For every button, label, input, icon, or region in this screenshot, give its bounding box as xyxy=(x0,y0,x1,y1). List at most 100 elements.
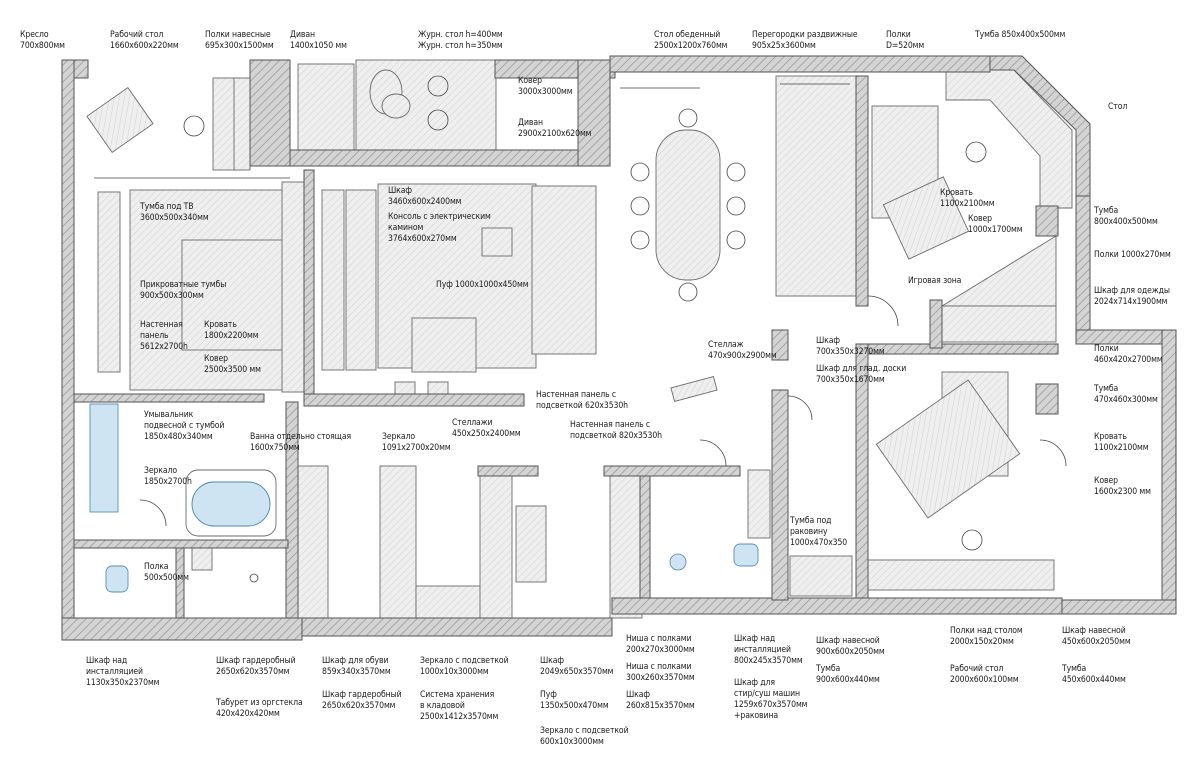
label-kover-1000: Ковер 1000х1700мм xyxy=(968,214,1023,235)
door-arc xyxy=(867,295,899,327)
detail-lines xyxy=(94,75,1177,600)
label-zhurn-stol: Журн. стол h=400мм Журн. стол h=350мм xyxy=(418,30,503,51)
label-polki-1000: Полки 1000х270мм xyxy=(1094,250,1171,260)
door-arc xyxy=(1039,439,1067,467)
wall xyxy=(303,393,525,407)
label-kover-1600: Ковер 1600х2300 мм xyxy=(1094,476,1151,497)
office-chair xyxy=(183,115,205,137)
label-shkaf-navesnoy-900: Шкаф навесной 900х600х2050мм xyxy=(816,636,885,657)
chair xyxy=(726,230,746,250)
sofa-2 xyxy=(531,185,597,355)
washer-cabinet xyxy=(747,469,771,539)
label-polki-460: Полки 460х420х2700мм xyxy=(1094,344,1163,365)
chair xyxy=(678,282,698,302)
office-chair xyxy=(965,141,987,163)
label-zerkalo-1000: Зеркало с подсветкой 1000х10х3000мм xyxy=(420,656,509,677)
label-prikrovatnye: Прикроватные тумбы 900х500х300мм xyxy=(140,280,227,301)
kitchen-cabinets xyxy=(775,75,863,297)
stool xyxy=(427,109,449,131)
label-stellazhi-450: Стеллажи 450х250х2400мм xyxy=(452,418,521,439)
bed-1800 xyxy=(181,239,291,351)
label-zerkalo-1091: Зеркало 1091х2700х20мм xyxy=(382,432,451,453)
chair xyxy=(630,162,650,182)
label-shkaf-2049: Шкаф 2049х650х3570мм xyxy=(540,656,614,677)
dining-table xyxy=(655,129,721,281)
door-arc xyxy=(139,499,167,527)
label-peregorodki: Перегородки раздвижные 905х25х3600мм xyxy=(752,30,858,51)
wall xyxy=(577,59,611,167)
label-shkaf-navesnoy-450: Шкаф навесной 450х600х2050мм xyxy=(1062,626,1131,647)
label-shkaf-odezhdy: Шкаф для одежды 2024х714х1900мм xyxy=(1094,286,1170,307)
label-rab-stol-1: Рабочий стол 1660х600х220мм xyxy=(110,30,179,51)
wall xyxy=(771,329,789,361)
label-tumba-tv: Тумба под ТВ 3600х500х340мм xyxy=(140,202,209,223)
wall xyxy=(611,597,1063,615)
wall xyxy=(285,401,299,619)
label-nisha-300: Ниша с полками 300х260х3570мм xyxy=(626,662,695,683)
label-stellazh-470: Стеллаж 470х900х2900мм xyxy=(708,340,777,361)
wall xyxy=(855,343,869,599)
label-tumba-800: Тумба 800х400х500мм xyxy=(1094,206,1158,227)
label-krovat-1100-a: Кровать 1100х2100мм xyxy=(940,188,995,209)
label-kover-2500: Ковер 2500х3500 мм xyxy=(204,354,261,375)
label-shkaf-stir: Шкаф для стир/суш машин 1259х670х3570мм … xyxy=(734,678,808,721)
wall xyxy=(603,465,741,477)
sink-cabinet xyxy=(789,555,853,597)
label-nastennaya-620: Настенная панель с подсветкой 620х3530h xyxy=(536,390,628,411)
drain xyxy=(249,573,259,583)
armchair xyxy=(86,87,154,153)
wall xyxy=(301,617,613,637)
label-krovat-1100-b: Кровать 1100х2100мм xyxy=(1094,432,1149,453)
console-fireplace xyxy=(321,189,345,371)
wardrobe-2049 xyxy=(479,473,513,619)
carpet-1000 xyxy=(882,176,970,260)
label-divan-2: Диван 2900х2100х620мм xyxy=(518,118,592,139)
tv-stand xyxy=(97,191,121,373)
label-polki-nad-stolom: Полки над столом 2000х150х20мм xyxy=(950,626,1023,647)
label-nastennaya-panel: Настенная панель 5612х2700h xyxy=(140,320,188,352)
label-shkaf-garder-1: Шкаф гардеробный 2650х620х3570мм xyxy=(216,656,296,677)
label-polka-500: Полка 500х500мм xyxy=(144,562,189,583)
wall xyxy=(249,59,291,167)
label-zerkalo-1850: Зеркало 1850х2700h xyxy=(144,466,192,487)
label-zerkalo-600: Зеркало с подсветкой 600х10х3000мм xyxy=(540,726,629,747)
label-tumba-850: Тумба 850х400х500мм xyxy=(975,30,1066,40)
bathtub-inner xyxy=(191,481,271,527)
label-tumba-rakoviny: Тумба под раковину 1000х470х350 xyxy=(790,516,848,548)
label-rab-stol-2: Рабочий стол 2000х600х100мм xyxy=(950,664,1019,685)
wall xyxy=(929,299,943,349)
stool xyxy=(427,75,449,97)
label-shkaf-nad-inst-2: Шкаф над инсталляцией 800х245х3570мм xyxy=(734,634,803,666)
label-shkaf-glad: Шкаф для глад. доски 700х350х1670мм xyxy=(816,364,907,385)
label-puf-1350: Пуф 1350х500х470мм xyxy=(540,690,609,711)
wardrobe-3460 xyxy=(345,189,377,371)
shelf-unit-1000 xyxy=(941,305,1057,343)
wall xyxy=(1035,383,1059,415)
label-stol: Стол xyxy=(1108,102,1128,112)
toilet-left xyxy=(105,565,129,593)
label-sistema: Система хранения в кладовой 2500х1412х35… xyxy=(420,690,499,722)
label-umyvalnik: Умывальник подвесной с тумбой 1850х480х3… xyxy=(144,410,225,442)
label-polki-d520: Полки D=520мм xyxy=(886,30,925,51)
pouf-1000 xyxy=(411,317,477,373)
label-tumba-900: Тумба 900х600х440мм xyxy=(816,664,880,685)
label-nastennaya-820: Настенная панель с подсветкой 820х3530h xyxy=(570,420,662,441)
label-konsol: Консоль с электрическим камином 3764х600… xyxy=(388,212,491,244)
label-shkaf-3460: Шкаф 3460х600х2400мм xyxy=(388,186,462,207)
wall xyxy=(1035,205,1059,237)
partition xyxy=(94,83,850,179)
label-shkaf-260: Шкаф 260х815х3570мм xyxy=(626,690,695,711)
label-vanna: Ванна отдельно стоящая 1600х750мм xyxy=(250,432,352,453)
label-polki-navesnye-1: Полки навесные 695х300х1500мм xyxy=(205,30,274,51)
washbasin-unit xyxy=(89,403,119,513)
label-kover-3000: Ковер 3000х3000мм xyxy=(518,76,573,97)
toilet-right xyxy=(733,543,759,567)
wall xyxy=(175,547,185,619)
wardrobe-260 xyxy=(609,473,643,619)
label-taburet: Табурет из оргстекла 420х420х420мм xyxy=(216,698,303,719)
chair xyxy=(726,162,746,182)
wall xyxy=(771,389,789,601)
office-chair xyxy=(961,529,983,551)
small-table xyxy=(481,227,513,257)
